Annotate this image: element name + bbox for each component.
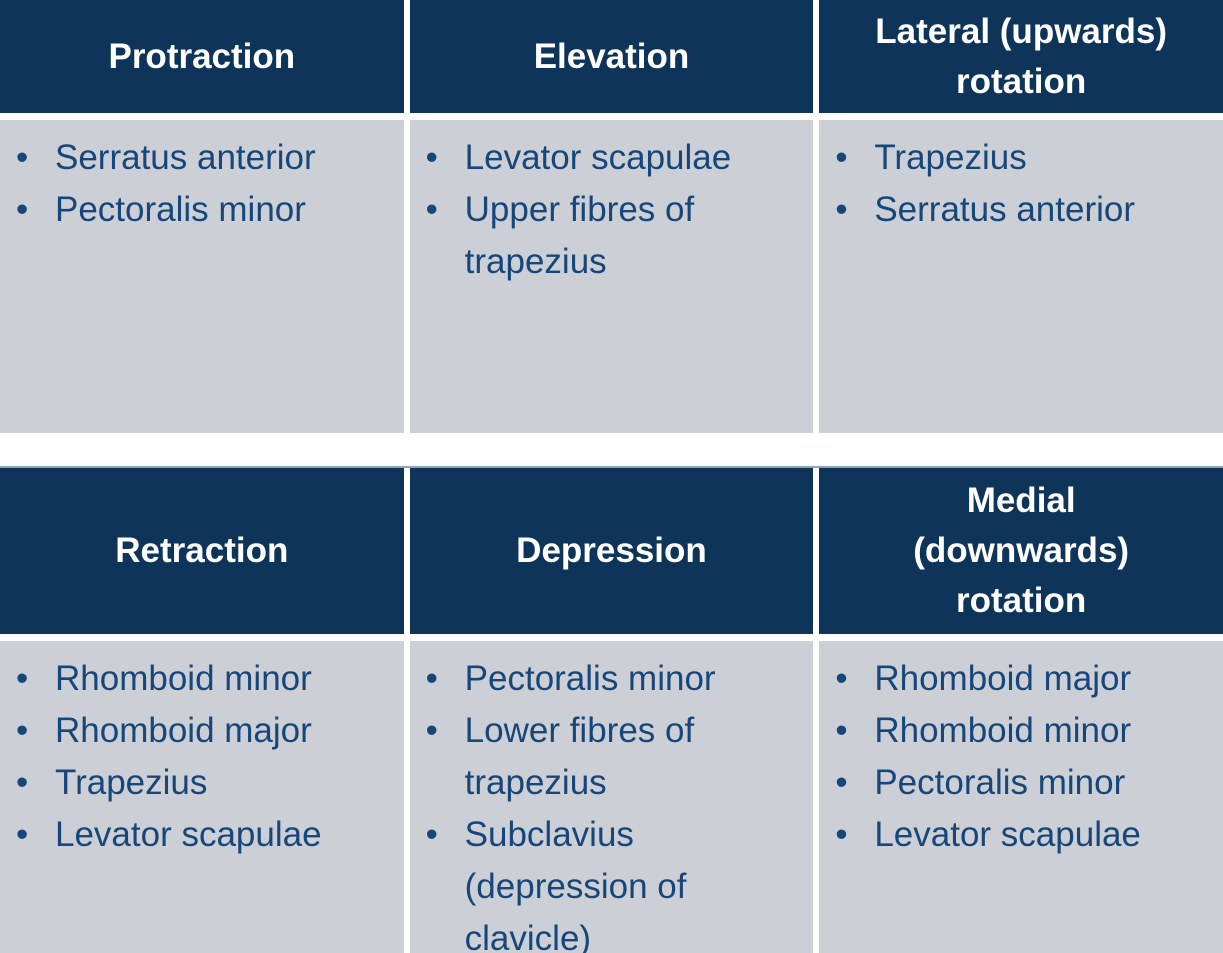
body-cell-protraction: Serratus anterior Pectoralis minor: [0, 120, 404, 433]
list-item-label: Rhomboid major: [55, 711, 312, 750]
list-item: Trapezius: [16, 757, 396, 809]
list-item: Pectoralis minor: [426, 653, 806, 705]
list-item: Upper fibres of trapezius: [426, 184, 806, 288]
list-item-label: Serratus anterior: [55, 138, 316, 177]
bullet-icon: [835, 184, 874, 236]
list-item-label: Pectoralis minor: [464, 659, 716, 698]
list-item-label: Levator scapulae: [464, 138, 732, 177]
list-item-label: Rhomboid minor: [874, 711, 1132, 750]
list-item-label: Subclavius (depression of clavicle): [464, 815, 687, 953]
header-cell-retraction: Retraction: [0, 468, 404, 634]
list-item: Pectoralis minor: [16, 184, 396, 236]
list-item-label: Upper fibres of trapezius: [464, 190, 695, 281]
bullet-icon: [16, 653, 55, 705]
header-cell-medial-rotation: Medial (downwards) rotation: [819, 468, 1223, 634]
list-item: Rhomboid major: [16, 705, 396, 757]
bullet-icon: [16, 757, 55, 809]
list-item: Rhomboid major: [835, 653, 1215, 705]
list-item-label: Levator scapulae: [55, 815, 322, 854]
list-item-label: Trapezius: [874, 138, 1027, 177]
list-item: Serratus anterior: [835, 184, 1215, 236]
list-item: Levator scapulae: [426, 132, 806, 184]
list-item: Levator scapulae: [835, 809, 1215, 861]
header-cell-lateral-rotation: Lateral (upwards) rotation: [819, 0, 1223, 113]
bullet-icon: [835, 757, 874, 809]
body-cell-retraction: Rhomboid minor Rhomboid major Trapezius …: [0, 641, 404, 953]
muscle-table-bottom: Retraction Depression Medial (downwards)…: [0, 466, 1223, 953]
list-item: Rhomboid minor: [835, 705, 1215, 757]
bullet-icon: [835, 132, 874, 184]
bullet-icon: [426, 653, 465, 705]
tables-spacer: [0, 433, 1223, 466]
header-cell-protraction: Protraction: [0, 0, 404, 113]
list-item: Serratus anterior: [16, 132, 396, 184]
bullet-icon: [426, 184, 465, 236]
list-item-label: Pectoralis minor: [874, 763, 1126, 802]
body-cell-depression: Pectoralis minor Lower fibres of trapezi…: [409, 641, 814, 953]
bullet-icon: [16, 809, 55, 861]
bullet-icon: [16, 184, 55, 236]
body-cell-elevation: Levator scapulae Upper fibres of trapezi…: [409, 120, 814, 433]
list-item-label: Rhomboid major: [874, 659, 1132, 698]
bullet-icon: [426, 809, 465, 861]
list-item: Trapezius: [835, 132, 1215, 184]
bullet-icon: [16, 705, 55, 757]
list-item-label: Rhomboid minor: [55, 659, 312, 698]
list-item: Lower fibres of trapezius: [426, 705, 806, 809]
list-item: Levator scapulae: [16, 809, 396, 861]
list-item-label: Trapezius: [55, 763, 208, 802]
list-item-label: Lower fibres of trapezius: [464, 711, 695, 802]
list-item-label: Levator scapulae: [874, 815, 1141, 854]
list-item: Subclavius (depression of clavicle): [426, 809, 806, 953]
header-cell-depression: Depression: [409, 468, 814, 634]
header-cell-elevation: Elevation: [409, 0, 814, 113]
list-item-label: Pectoralis minor: [55, 190, 306, 229]
list-item-label: Serratus anterior: [874, 190, 1135, 229]
list-item: Rhomboid minor: [16, 653, 396, 705]
body-cell-lateral-rotation: Trapezius Serratus anterior: [819, 120, 1223, 433]
bullet-icon: [835, 653, 874, 705]
bullet-icon: [835, 705, 874, 757]
body-cell-medial-rotation: Rhomboid major Rhomboid minor Pectoralis…: [819, 641, 1223, 953]
bullet-icon: [426, 132, 465, 184]
bullet-icon: [16, 132, 55, 184]
list-item: Pectoralis minor: [835, 757, 1215, 809]
bullet-icon: [835, 809, 874, 861]
bullet-icon: [426, 705, 465, 757]
muscle-table-top: Protraction Elevation Lateral (upwards) …: [0, 0, 1223, 433]
